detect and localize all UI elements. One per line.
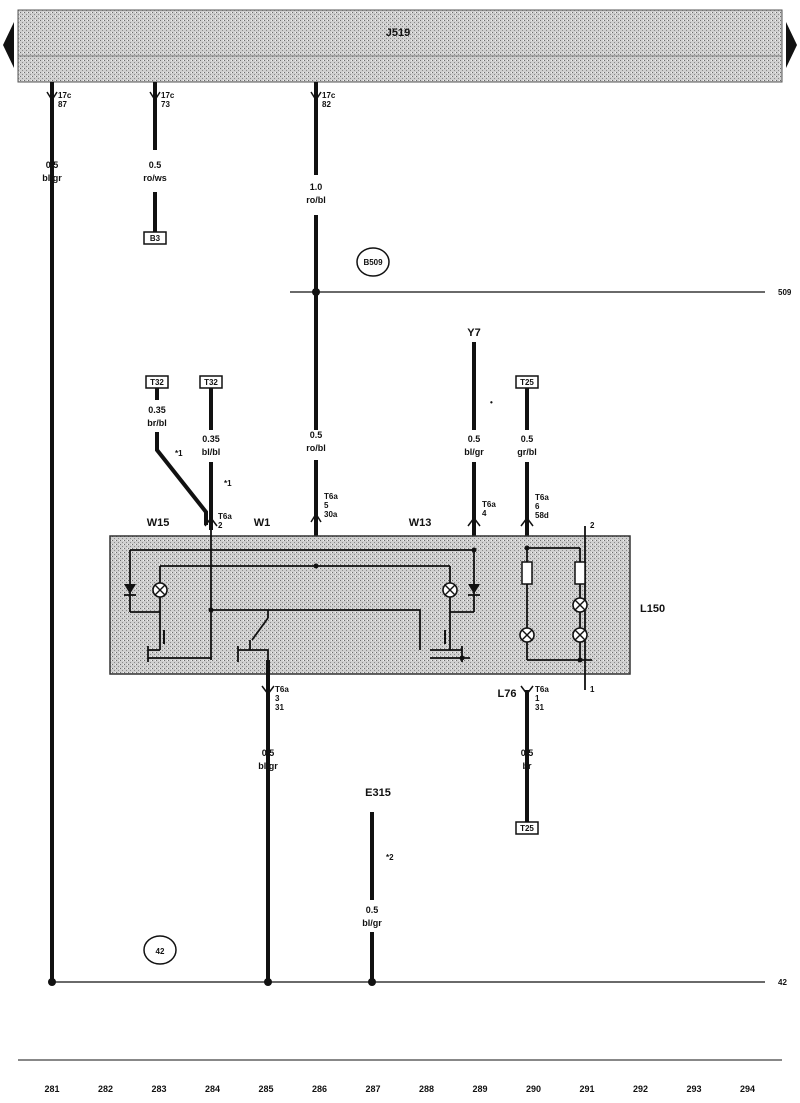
wire-color: bl/gr	[362, 918, 382, 928]
dot-marker: •	[490, 398, 493, 407]
wire-color: ro/bl	[306, 443, 326, 453]
wire-color: ro/ws	[143, 173, 167, 183]
label-w1: W1	[254, 517, 271, 529]
connector-label: B3	[150, 234, 161, 243]
ruler-tick-label: 290	[526, 1084, 541, 1094]
wire-size: 0.35	[202, 434, 220, 444]
label-w13: W13	[409, 517, 432, 529]
ruler-tick-label: 284	[205, 1084, 220, 1094]
ruler-tick-label: 294	[740, 1084, 755, 1094]
column-ruler: 281 282 283 284 285 286 287 288 289 290 291 292 293 2…	[44, 1084, 755, 1094]
wire-size: 0.5	[468, 434, 481, 444]
box-pin-2: 2	[590, 521, 595, 530]
connector-label: T32	[150, 378, 164, 387]
label-w15: W15	[147, 517, 170, 529]
ruler-tick-label: 289	[472, 1084, 487, 1094]
wire-color: bl/bl	[202, 447, 221, 457]
circle-label: 42	[156, 947, 165, 956]
edge-label-bottom: 42	[778, 978, 787, 987]
wire-size: 0.5	[521, 748, 534, 758]
control-unit-bar: J519	[17, 9, 783, 83]
arrow-left-icon[interactable]	[3, 22, 14, 68]
wire-color: br/bl	[147, 418, 167, 428]
component-l150	[109, 526, 631, 690]
ruler-tick-label: 281	[44, 1084, 59, 1094]
label-e315: E315	[365, 787, 391, 799]
edge-label-top: 509	[778, 288, 792, 297]
box-pin-1: 1	[590, 685, 595, 694]
wire-size: 1.0	[310, 182, 323, 192]
star-marker: *1	[224, 479, 232, 488]
ruler-tick-label: 293	[686, 1084, 701, 1094]
wire-color: gr/bl	[517, 447, 537, 457]
wire-color: bl/gr	[42, 173, 62, 183]
wire-size: 0.5	[310, 430, 323, 440]
star-marker: *1	[175, 449, 183, 458]
wire-color: bl/gr	[464, 447, 484, 457]
connector-label: T25	[520, 824, 534, 833]
wire-color: ro/bl	[306, 195, 326, 205]
label-l150: L150	[640, 603, 665, 615]
connector-label: T25	[520, 378, 534, 387]
ruler-tick-label: 292	[633, 1084, 648, 1094]
wire-size: 0.5	[521, 434, 534, 444]
wire-size: 0.5	[366, 905, 379, 915]
circle-b509: B509	[356, 247, 390, 277]
circle-label: B509	[363, 258, 383, 267]
ruler-tick-label: 282	[98, 1084, 113, 1094]
ruler-tick-label: 291	[579, 1084, 594, 1094]
connector-label: T32	[204, 378, 218, 387]
wire-color: br	[523, 761, 532, 771]
ruler-tick-label: 288	[419, 1084, 434, 1094]
label-l76: L76	[498, 688, 517, 700]
ground-line-42: 42	[48, 978, 787, 987]
star-marker: *2	[386, 853, 394, 862]
wire-size: 0.35	[148, 405, 166, 415]
wire-size: 0.5	[262, 748, 275, 758]
wire-size: 0.5	[149, 160, 162, 170]
ruler-tick-label: 283	[151, 1084, 166, 1094]
ruler-tick-label: 287	[365, 1084, 380, 1094]
wire-size: 0.5	[46, 160, 59, 170]
ruler-tick-label: 286	[312, 1084, 327, 1094]
arrow-right-icon[interactable]	[786, 22, 797, 68]
label-y7: Y7	[467, 327, 480, 339]
ruler-tick-label: 285	[258, 1084, 273, 1094]
unit-label: J519	[386, 27, 410, 39]
wire-color: bl/gr	[258, 761, 278, 771]
wire-283-lower: T32 0.35 br/bl *1	[145, 375, 208, 525]
wire-287: E315 *2 0.5 bl/gr	[362, 787, 394, 982]
circle-42: 42	[143, 935, 177, 965]
